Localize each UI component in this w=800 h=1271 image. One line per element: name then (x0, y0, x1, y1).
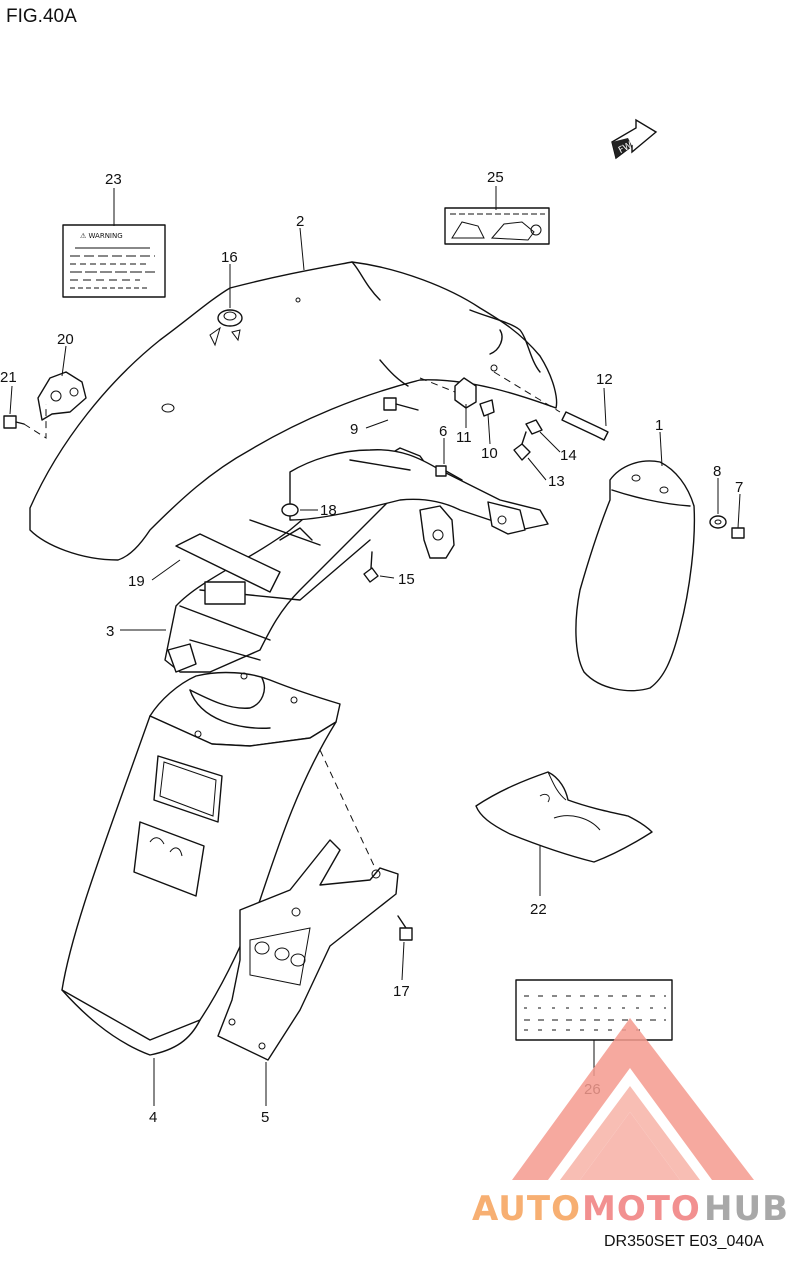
callout-20: 20 (57, 331, 74, 348)
callout-22: 22 (530, 901, 547, 918)
callout-13: 13 (548, 473, 565, 490)
part-25-decal (444, 207, 550, 245)
part-26-label (515, 979, 673, 1041)
part-10-collar (479, 399, 495, 417)
callout-19: 19 (128, 573, 145, 590)
callout-25: 25 (487, 169, 504, 186)
fwd-arrow-icon: FWD (611, 118, 658, 160)
figure-title: FIG.40A (6, 6, 77, 27)
part-3-rear-frame (164, 447, 549, 673)
part-16-grommet (217, 309, 243, 327)
part-22-tool-bag (475, 771, 653, 863)
part-15-screw (363, 551, 379, 583)
callout-15: 15 (398, 571, 415, 588)
part-14-nut (525, 419, 543, 435)
watermark-text-a: AUTO (472, 1189, 581, 1229)
callout-17: 17 (393, 983, 410, 1000)
part-11-damper (419, 377, 477, 409)
callout-12: 12 (596, 371, 613, 388)
part-17-screw (397, 915, 413, 941)
part-8-washer (709, 515, 727, 529)
part-20-bracket (37, 371, 87, 421)
part-23-warning-label: ⚠ WARNING (62, 224, 166, 298)
part-21-bolt (3, 404, 47, 439)
callout-7: 7 (735, 479, 743, 496)
callout-18: 18 (320, 502, 337, 519)
part-12-bolt (493, 371, 609, 441)
callout-11: 11 (456, 429, 472, 446)
callout-16: 16 (221, 249, 238, 266)
part-9-bolt (383, 397, 419, 411)
callout-8: 8 (713, 463, 721, 480)
part-1-mud-flap (575, 460, 696, 692)
part-5-bracket (217, 749, 399, 1061)
watermark-text-b: MOTO (582, 1189, 701, 1229)
callout-3: 3 (106, 623, 114, 640)
part-2-rear-fender (29, 261, 558, 561)
part-7-screw (731, 527, 745, 539)
callout-21: 21 (0, 369, 17, 386)
callout-23: 23 (105, 171, 122, 188)
callout-9: 9 (350, 421, 358, 438)
watermark-logo: AUTO MOTO HUB (472, 1018, 789, 1229)
watermark-text-c: HUB (704, 1189, 789, 1229)
diagram-code: DR350SET E03_040A (604, 1233, 764, 1250)
callout-5: 5 (261, 1109, 269, 1126)
part-19-cushion (175, 533, 281, 593)
leader-lines (9, 186, 741, 1106)
callout-14: 14 (560, 447, 577, 464)
part-13-screw (513, 431, 531, 461)
callout-2: 2 (296, 213, 304, 230)
callout-10: 10 (481, 445, 498, 462)
warning-label-text: ⚠ WARNING (80, 232, 123, 240)
part-6-bolt (435, 465, 463, 481)
callout-numbers: 23 25 2 16 20 21 12 1 8 7 9 11 10 6 14 1… (0, 169, 743, 1126)
part-18-clip (281, 503, 299, 517)
callout-4: 4 (149, 1109, 157, 1126)
callout-1: 1 (655, 417, 663, 434)
part-4-inner-fender (61, 671, 341, 1056)
callout-6: 6 (439, 423, 447, 440)
